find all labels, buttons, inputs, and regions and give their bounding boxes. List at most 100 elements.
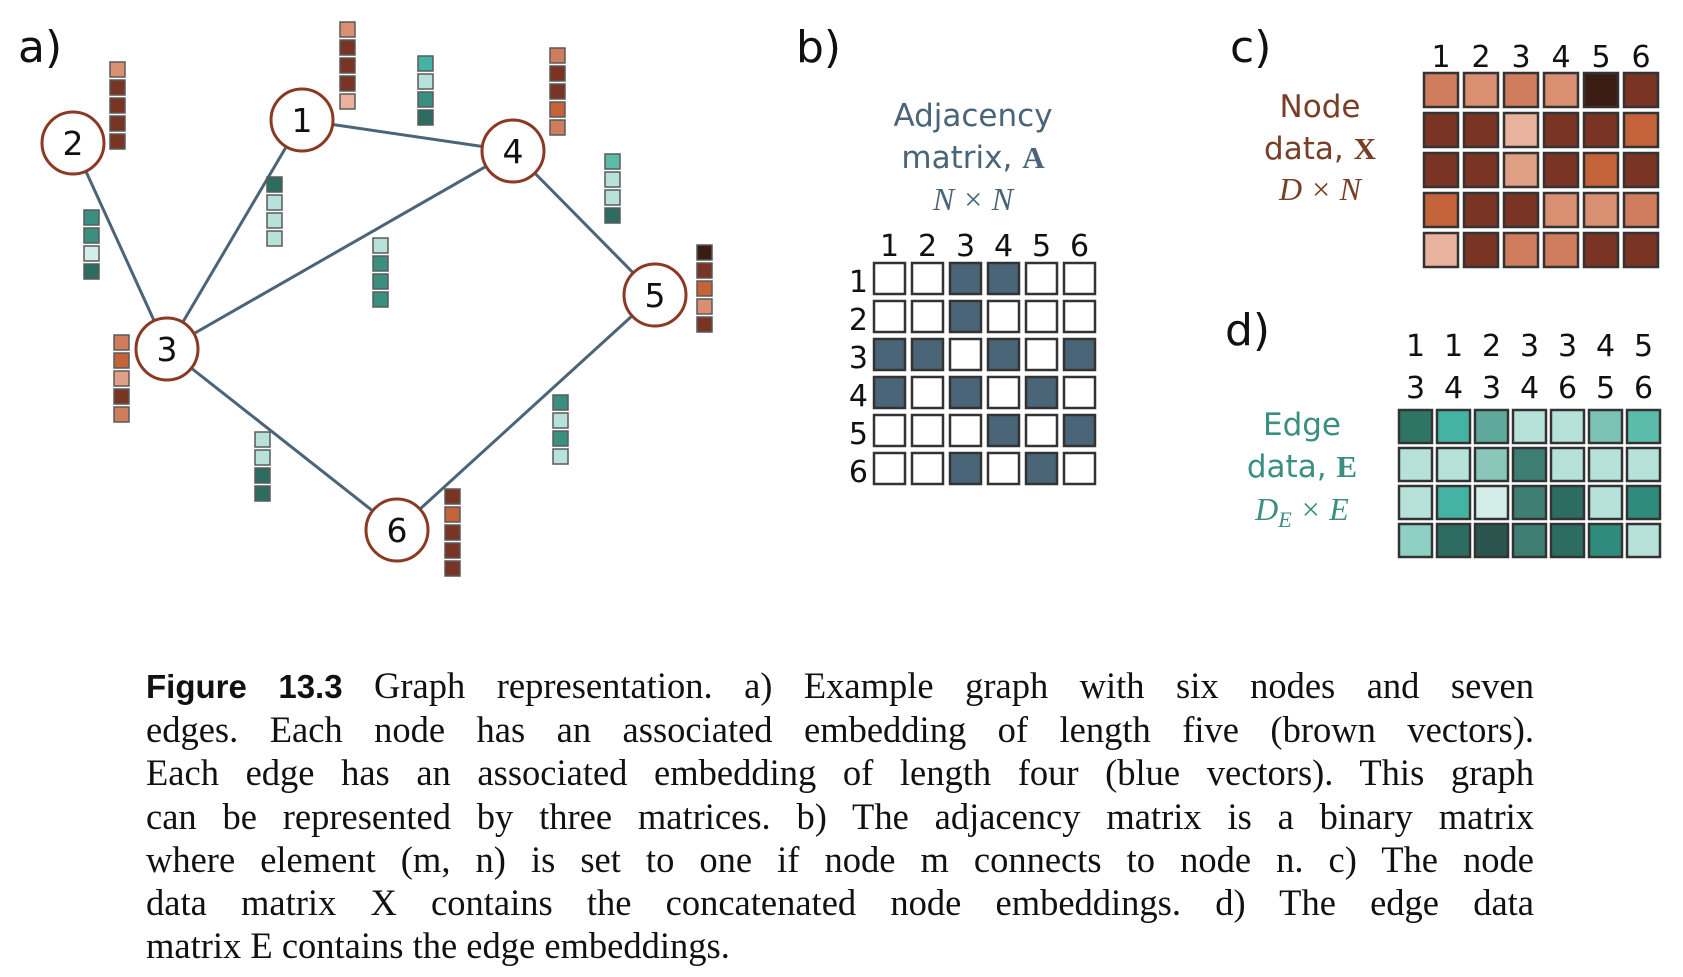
vector-cell — [109, 61, 126, 78]
edge-data-cell — [1549, 408, 1586, 445]
adjacency-col-label: 5 — [1032, 229, 1051, 264]
adjacency-title: Adjacency matrix, A N × N — [893, 98, 1052, 217]
adjacency-cell — [910, 261, 945, 296]
caption-text: Each edge has an associated embedding of… — [146, 752, 1534, 794]
node-data-col-label: 1 — [1431, 40, 1450, 75]
adjacency-cell — [1062, 299, 1097, 334]
adjacency-cell — [948, 375, 983, 410]
vector-cell — [83, 263, 100, 280]
caption-figure-label: Figure 13.3 — [146, 668, 343, 705]
edge-data-cell — [1549, 484, 1586, 521]
adjacency-cell — [986, 375, 1021, 410]
edge-data-title-line1: Edge — [1263, 407, 1341, 443]
vector-cell — [266, 194, 283, 211]
adjacency-cell — [1024, 337, 1059, 372]
node-vector-2 — [109, 61, 126, 150]
node-data-cell — [1462, 111, 1500, 149]
graph-edge-2-3 — [71, 142, 169, 350]
vector-cell — [696, 316, 713, 333]
edge-data-cell — [1587, 522, 1624, 559]
edge-data-title: Edge data, E DE × E — [1247, 407, 1357, 532]
node-data-col-label: 5 — [1591, 40, 1610, 75]
node-data-col-label: 4 — [1551, 40, 1570, 75]
vector-cell — [83, 227, 100, 244]
vector-cell — [266, 212, 283, 229]
node-vector-4 — [549, 47, 566, 136]
vector-cell — [444, 542, 461, 559]
adjacency-cell — [1024, 451, 1059, 486]
node-data-cell — [1422, 191, 1460, 229]
caption-line: matrix E contains the edge embeddings. — [146, 924, 1534, 967]
vector-cell — [604, 171, 621, 188]
edge-data-col-label-top: 1 — [1406, 329, 1425, 364]
node-data-cell — [1542, 231, 1580, 269]
caption-text: data matrix X contains the concatenated … — [146, 882, 1534, 924]
node-data-cell — [1422, 111, 1460, 149]
vector-cell — [552, 394, 569, 411]
edge-data-cell — [1473, 408, 1510, 445]
node-data-cell — [1542, 71, 1580, 109]
edge-data-col-label-top: 3 — [1558, 329, 1577, 364]
edge-data-cell — [1397, 446, 1434, 483]
vector-cell — [83, 245, 100, 262]
vector-cell — [372, 237, 389, 254]
vector-cell — [444, 506, 461, 523]
panel-label-c: c) — [1230, 22, 1271, 73]
node-label: 2 — [63, 124, 84, 163]
edge-data-col-label-top: 1 — [1444, 329, 1463, 364]
edge-data-cell — [1587, 446, 1624, 483]
edge-data-col-label-top: 2 — [1482, 329, 1501, 364]
edge-data-cell — [1549, 446, 1586, 483]
edge-data-col-label-top: 5 — [1634, 329, 1653, 364]
edge-data-cell — [1397, 522, 1434, 559]
vector-cell — [549, 65, 566, 82]
edge-data-cell — [1587, 484, 1624, 521]
adjacency-row-label: 1 — [849, 265, 868, 300]
vector-cell — [549, 83, 566, 100]
vector-cell — [254, 467, 271, 484]
node-data-cell — [1462, 231, 1500, 269]
vector-cell — [604, 189, 621, 206]
edge-data-col-label-bottom: 6 — [1634, 371, 1653, 406]
adjacency-cell — [1062, 261, 1097, 296]
node-data-cell — [1542, 151, 1580, 189]
node-data-cell — [1582, 111, 1620, 149]
edge-data-col-label-top: 3 — [1520, 329, 1539, 364]
graph-node-3: 3 — [134, 316, 200, 382]
node-data-title-line2: data, X — [1264, 131, 1377, 167]
node-embedding-vectors — [109, 21, 713, 577]
edge-data-cell — [1625, 408, 1662, 445]
graph-edge-5-6 — [395, 293, 657, 532]
adjacency-cell — [1062, 451, 1097, 486]
node-data-cell — [1622, 231, 1660, 269]
edge-data-cell — [1625, 446, 1662, 483]
adjacency-row-label: 4 — [849, 379, 868, 414]
adjacency-cell — [948, 451, 983, 486]
vector-cell — [266, 230, 283, 247]
vector-cell — [266, 176, 283, 193]
edge-data-cell — [1473, 446, 1510, 483]
adjacency-cell — [948, 413, 983, 448]
graph-node-1: 1 — [269, 87, 335, 153]
edge-data-cell — [1511, 484, 1548, 521]
caption-line: Figure 13.3 Graph representation. a) Exa… — [146, 664, 1534, 708]
graph-node-6: 6 — [364, 497, 430, 563]
vector-cell — [113, 352, 130, 369]
node-data-cell — [1542, 191, 1580, 229]
node-data-col-label: 6 — [1631, 40, 1650, 75]
adjacency-cell — [986, 451, 1021, 486]
adjacency-cell — [1062, 413, 1097, 448]
edge-data-cell — [1435, 446, 1472, 483]
adjacency-row-label: 2 — [849, 303, 868, 338]
edge-data-cell — [1397, 484, 1434, 521]
adjacency-title-line2: matrix, A — [901, 140, 1045, 176]
adjacency-cell — [986, 261, 1021, 296]
panel-label-a: a) — [18, 22, 62, 73]
edge-vector-3-4 — [372, 237, 389, 308]
vector-cell — [552, 448, 569, 465]
vector-cell — [444, 524, 461, 541]
adjacency-cell — [986, 337, 1021, 372]
edge-data-cell — [1587, 408, 1624, 445]
